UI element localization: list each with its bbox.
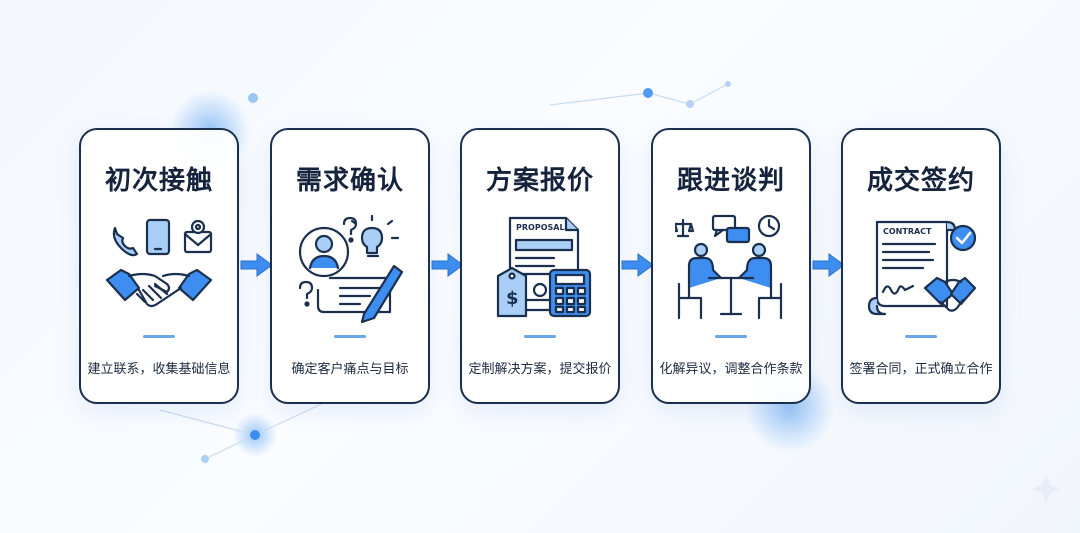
step-card-1: 初次接触 建立联系，收集基础信息 [79, 128, 239, 404]
step-description: 化解异议，调整合作条款 [659, 362, 803, 377]
step-divider [715, 335, 747, 338]
step-divider [524, 335, 556, 338]
flow-arrow-icon [621, 253, 654, 277]
step-card-2: 需求确认 确定客户痛点与目标 [270, 128, 430, 404]
step-description: 建立联系，收集基础信息 [87, 362, 231, 377]
step-title: 跟进谈判 [676, 166, 785, 196]
flow-arrow-icon [812, 253, 845, 277]
proposal-label: PROPOSAL [516, 223, 565, 232]
customer-needs-icon [298, 214, 404, 324]
step-divider [143, 335, 175, 338]
step-description: 签署合同，正式确立合作 [849, 362, 993, 377]
contract-signing-icon: CONTRACT [867, 220, 977, 316]
step-description: 确定客户痛点与目标 [291, 362, 409, 377]
step-card-4: 跟进谈判 化解异议，调整合作条款 [651, 128, 811, 404]
step-description: 定制解决方案，提交报价 [468, 362, 612, 377]
step-card-5: 成交签约 CONTRACT 签署合同，正式确立合作 [841, 128, 1001, 404]
step-divider [905, 335, 937, 338]
contract-label: CONTRACT [883, 227, 932, 236]
step-title: 需求确认 [295, 166, 404, 196]
step-title: 初次接触 [104, 166, 213, 196]
flow-arrow-icon [240, 253, 273, 277]
step-card-3: 方案报价 PROPOSAL $ 定制解决方案，提交报价 [460, 128, 620, 404]
handshake-contact-icon [105, 218, 213, 308]
svg-text:$: $ [506, 288, 519, 309]
step-title: 成交签约 [866, 166, 975, 196]
negotiation-icon [675, 214, 783, 320]
proposal-quote-icon: PROPOSAL $ [496, 216, 592, 318]
flow-arrow-icon [431, 253, 464, 277]
step-title: 方案报价 [485, 166, 594, 196]
step-divider [334, 335, 366, 338]
